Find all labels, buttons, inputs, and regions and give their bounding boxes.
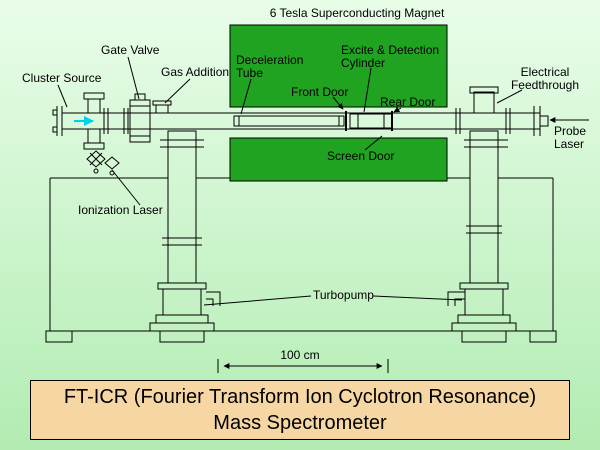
electrical-feedthrough-port [469,86,499,114]
right-support-column [464,130,508,284]
label-turbopump: Turbopump [313,288,374,302]
left-support-column [160,130,204,284]
label-magnet: 6 Tesla Superconducting Magnet [269,6,445,20]
label-probe-laser: Probe Laser [554,124,587,151]
title-line2: Mass Spectrometer [213,412,387,434]
deceleration-tube-shape [233,115,345,127]
title-line1: FT-ICR (Fourier Transform Ion Cyclotron … [63,386,537,408]
beam-tube [52,106,549,136]
title-box: FT-ICR (Fourier Transform Ion Cyclotron … [30,380,570,440]
label-gas-addition: Gas Addition [161,65,230,79]
excite-detection-cylinder-shape [349,113,393,129]
cluster-source-assembly [83,92,120,176]
label-gate-valve: Gate Valve [101,43,160,57]
gate-valve-shape [129,93,151,143]
turbopump-right [447,282,517,343]
turbopump-left [149,282,221,343]
scale-bar [217,359,389,373]
label-scale-100cm: 100 cm [280,348,320,362]
label-electrical-feedthrough: Electrical Feedthrough [510,65,580,92]
magnet-block [229,24,448,182]
label-excite-detection-cylinder: Excite & Detection Cylinder [341,43,440,70]
leader-lines [57,56,523,306]
label-cluster-source: Cluster Source [22,71,102,85]
label-ionization-laser: Ionization Laser [78,203,163,217]
label-deceleration-tube: Deceleration Tube [236,53,304,80]
front-rear-doors [345,111,393,131]
gas-addition-port [152,100,172,114]
label-rear-door: Rear Door [380,95,436,109]
label-front-door: Front Door [291,85,349,99]
label-screen-door: Screen Door [327,149,395,163]
